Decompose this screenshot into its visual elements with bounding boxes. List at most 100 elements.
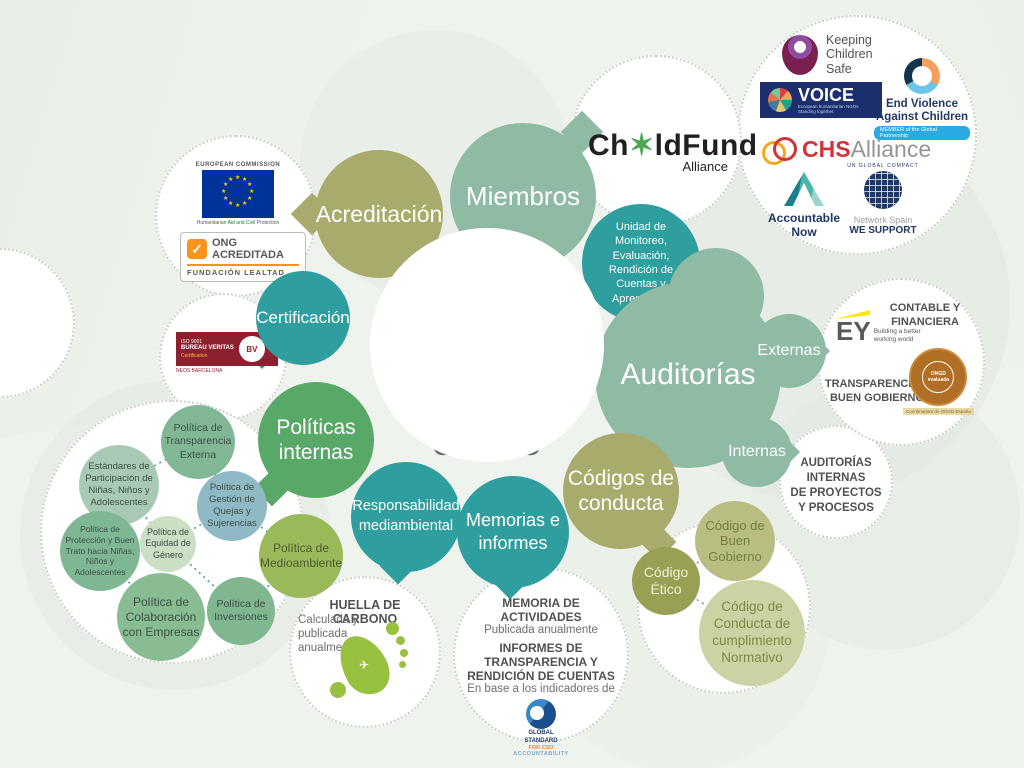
ong-sub: FUNDACIÓN LEALTAD (187, 264, 299, 277)
chs-light: Alliance (850, 136, 932, 162)
footprint-toe (400, 649, 408, 657)
bubble-responsabilidad: Responsabilidad mediambiental (351, 462, 461, 572)
eu-flag-icon: ★★★ ★★★ ★★★ ★★★ (202, 170, 274, 218)
memoria-sub1: Publicada anualmente (484, 624, 598, 636)
voice-name: VOICE (798, 85, 855, 105)
codigos-label: Códigos de conducta (567, 466, 675, 515)
end-violence-label: End Violence Against Children (875, 98, 968, 123)
memoria-title2: INFORMES DE TRANSPARENCIA Y RENDICIÓN DE… (467, 641, 615, 683)
childfund-circle (570, 55, 742, 227)
ey-name: EY (836, 316, 871, 346)
gs2: STANDARD (524, 737, 558, 744)
audint-line: INTERNAS (806, 471, 866, 484)
codigo-label: Código Ético (643, 564, 689, 597)
keeping-children-safe-label: Keeping Children Safe (826, 33, 873, 76)
auditorias-label: Auditorías (620, 358, 756, 391)
keeping-children-safe-logo: Keeping Children Safe (782, 33, 890, 76)
ungc-region: Network Spain (853, 215, 913, 225)
policy-colaboracion-empresas: Política de Colaboración con Empresas (117, 573, 205, 661)
ey-logo: EY Building a better working world (836, 310, 926, 346)
internal-audits-circle (779, 425, 893, 539)
policy-label: Política de Equidad de Género (145, 527, 191, 560)
memoria-title1: MEMORIA DE ACTIVIDADES (500, 596, 582, 624)
un-global-compact-icon (864, 171, 902, 209)
codigo-buen-gobierno: Código de Buen Gobierno (695, 501, 775, 581)
ey-transparencia-label: TRANSPARENCIA Y BUEN GOBIERNO (824, 378, 930, 404)
ongd-seal-sub: Coordinadora de ONGD España (903, 408, 974, 415)
audint-line: DE PROYECTOS (790, 486, 882, 499)
policy-label: Política de Medioambiente (259, 541, 343, 570)
decor-dotted-circle (0, 248, 75, 398)
accountable-now-logo: Accountable Now (766, 172, 842, 240)
un-global-compact-logo: UN GLOBAL COMPACT Network Spain WE SUPPO… (840, 163, 926, 236)
memoria-sub2: En base a los indicadores de (467, 683, 615, 696)
acreditacion-label: Acreditación (315, 200, 443, 227)
bubble-memorias: Memorias e informes (457, 476, 569, 588)
policy-medioambiente: Política de Medioambiente (259, 514, 343, 598)
childfund-logo: Ch✶ldFund Alliance (588, 128, 757, 174)
codigo-conducta-normativo: Código de Conducta de cumplimiento Norma… (699, 580, 805, 686)
ey-tagline: Building a better working world (873, 328, 921, 343)
gs1: GLOBAL (528, 730, 554, 737)
end-violence-logo: End Violence Against Children MEMBER of … (874, 58, 970, 141)
childfund-person-icon: ✶ (629, 129, 655, 162)
footprint-toe (386, 622, 399, 635)
bubble-externas: Externas (752, 314, 826, 388)
policy-inversiones: Política de Inversiones (207, 577, 275, 645)
bubble-certificacion: Certificación (256, 271, 350, 365)
policy-gestion-quejas: Política de Gestión de Quejas y Sujerenc… (197, 471, 267, 541)
european-commission-logo: EUROPEAN COMMISSION ★★★ ★★★ ★★★ ★★★ Huma… (190, 162, 286, 226)
footprint-toe (396, 636, 405, 645)
certificacion-label: Certificación (256, 308, 350, 327)
bv-iso: ISO 9001 (181, 339, 203, 346)
policy-label: Política de Colaboración con Empresas (122, 594, 200, 639)
ey-contable-label: CONTABLE Y FINANCIERA (889, 302, 961, 328)
accountable-now-label: Accountable Now (767, 211, 840, 239)
responsabilidad-label: Responsabilidad mediambiental (352, 498, 460, 534)
childfund-pre: Ch (588, 129, 629, 162)
audint-line: AUDITORÍAS (800, 457, 872, 469)
policy-label: Estándares de Participación de Niñas, Ni… (85, 461, 153, 508)
gs4: ACCOUNTABILITY (513, 750, 569, 757)
childfund-post: ldFund (654, 129, 758, 162)
ongd-seal-center: ONGD evaluada (922, 361, 955, 393)
voice-sub2: Standing together. (798, 109, 835, 114)
policy-proteccion-buen-trato: Política de Protección y Buen Trato haci… (60, 511, 140, 591)
annual-report-text: MEMORIA DE ACTIVIDADES Publicada anualme… (463, 596, 619, 757)
keeping-children-safe-icon (782, 34, 818, 75)
policy-label: Política de Inversiones (214, 597, 268, 623)
audint-line: Y PROCESOS (798, 501, 874, 514)
ongd-seal-icon: ONGD evaluada (909, 348, 968, 406)
externas-label: Externas (757, 342, 821, 359)
bubble-codigos-conducta: Códigos de conducta (563, 433, 679, 549)
miembros-label: Miembros (465, 180, 581, 211)
ong-name1: ONG (212, 237, 238, 249)
voice-star-icon (768, 88, 792, 112)
ungc-support: WE SUPPORT (849, 225, 917, 236)
ongd-seal: ONGD evaluada Coordinadora de ONGD Españ… (903, 348, 974, 415)
footprint-toe (399, 661, 406, 668)
global-standard-icon (526, 699, 556, 730)
gs3: FOR CSO (528, 744, 554, 751)
policy-transparencia-externa: Política de Transparencia Externa (161, 405, 235, 479)
policy-label: Política de Gestión de Quejas y Sujerenc… (207, 482, 257, 529)
policy-label: Política de Protección y Buen Trato haci… (65, 524, 135, 577)
footprint-toe (330, 682, 346, 698)
internal-audits-text: AUDITORÍAS INTERNAS DE PROYECTOS Y PROCE… (789, 456, 883, 516)
voice-sub1: European humanitarian NGOs (798, 104, 859, 109)
policy-label: Política de Transparencia Externa (164, 422, 232, 461)
bv-cert: Certification (181, 352, 208, 359)
childfund-sub: Alliance (682, 159, 728, 174)
memorias-label: Memorias e informes (465, 509, 561, 553)
plane-glyph: ✈ (358, 658, 370, 672)
ey-beam-icon (836, 310, 870, 319)
bv-city: NEOS BARCELONA (176, 368, 223, 374)
bv-name: BUREAU VERITAS (181, 345, 234, 352)
ungc-arc-text: UN GLOBAL COMPACT (847, 163, 919, 169)
bubble-politicas-internas: Políticas internas (258, 382, 374, 498)
codigo-etico: Código Ético (632, 547, 700, 615)
codigo-label: Código de Buen Gobierno (705, 517, 765, 564)
chs-rings-icon (762, 136, 797, 165)
ong-name2: ACREDITADA (212, 249, 284, 262)
